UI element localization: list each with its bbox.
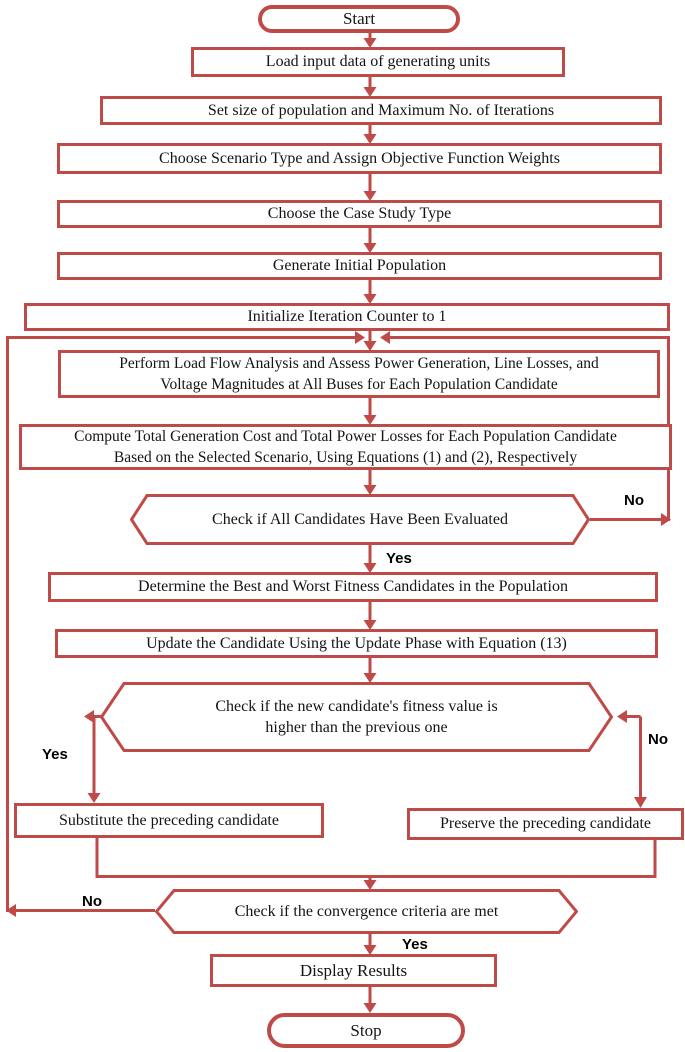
edge-label-candidates-yes: Yes [386,550,412,567]
node-update-candidate-label: Update the Candidate Using the Update Ph… [146,634,567,652]
hexagon-shape [130,494,590,545]
arrowhead-down [363,945,377,955]
arrowhead-left [84,710,94,723]
edge-left-loop [6,336,355,912]
node-set-size: Set size of population and Maximum No. o… [100,96,662,125]
arrowhead-down [363,563,377,573]
edge-label-fitness-no: No [648,731,668,748]
node-determine-fitness: Determine the Best and Worst Fitness Can… [48,572,658,602]
node-generate-population-label: Generate Initial Population [272,257,447,274]
node-check-fitness: Check if the new candidate's fitness val… [100,682,613,752]
edge-label-convergence-no: No [82,893,102,910]
arrowhead-right [661,513,671,526]
arrowhead-down [363,294,377,304]
hexagon-shape [100,682,613,752]
edge-label-convergence-yes: Yes [402,936,428,953]
node-compute-cost: Compute Total Generation Cost and Total … [19,424,672,470]
node-preserve-label: Preserve the preceding candidate [439,815,651,832]
edge-merge-under-branches [95,838,657,878]
node-load-flow-line1: Perform Load Flow Analysis and Assess Po… [119,355,599,372]
node-check-candidates-label: Check if All Candidates Have Been Evalua… [212,511,508,528]
node-set-size-label: Set size of population and Maximum No. o… [207,101,555,119]
node-compute-cost-line1: Compute Total Generation Cost and Total … [74,428,617,445]
node-load-flow: Perform Load Flow Analysis and Assess Po… [58,350,660,398]
node-check-fitness-line1: Check if the new candidate's fitness val… [215,698,498,715]
arrowhead-down [363,880,377,890]
node-generate-population: Generate Initial Population [57,252,662,280]
node-check-convergence: Check if the convergence criteria are me… [155,889,578,934]
node-substitute: Substitute the preceding candidate [14,803,324,838]
arrowhead-down [363,87,377,97]
node-stop-label: Stop [350,1020,382,1040]
arrowhead-down [363,673,377,683]
node-check-fitness-line2: higher than the previous one [265,719,448,736]
node-stop: Stop [267,1013,465,1048]
node-choose-case-label: Choose the Case Study Type [267,205,452,222]
node-load-flow-line2: Voltage Magnitudes at All Buses for Each… [160,376,558,393]
node-update-candidate: Update the Candidate Using the Update Ph… [55,629,658,658]
arrowhead-down [363,134,377,144]
node-load-input: Load input data of generating units [191,47,565,77]
edge-label-candidates-no: No [624,492,644,509]
node-choose-scenario: Choose Scenario Type and Assign Objectiv… [57,143,662,174]
node-load-input-label: Load input data of generating units [265,53,491,70]
node-substitute-label: Substitute the preceding candidate [59,811,279,829]
arrowhead-down [363,243,377,253]
arrowhead-down [363,415,377,425]
node-preserve: Preserve the preceding candidate [407,808,684,840]
node-display-results: Display Results [210,954,497,987]
node-choose-scenario-label: Choose Scenario Type and Assign Objectiv… [159,149,560,167]
arrowhead-down [363,341,377,351]
edge-label-fitness-yes: Yes [42,746,68,763]
arrowhead-down [363,191,377,201]
arrowhead-down [363,485,377,495]
arrowhead-down [363,38,377,48]
arrowhead-down [363,1003,377,1013]
arrowhead-right [355,331,365,344]
node-init-counter: Initialize Iteration Counter to 1 [24,303,670,331]
node-start-label: Start [342,9,376,29]
node-compute-cost-line2: Based on the Selected Scenario, Using Eq… [113,449,578,466]
node-check-convergence-label: Check if the convergence criteria are me… [234,903,499,920]
node-start: Start [258,5,460,33]
node-determine-fitness-label: Determine the Best and Worst Fitness Can… [138,578,568,595]
arrowhead-left [6,904,16,917]
arrowhead-left [380,331,390,344]
arrowhead-down [363,620,377,630]
node-display-results-label: Display Results [299,960,408,980]
arrowhead-down [87,793,101,803]
node-choose-case: Choose the Case Study Type [57,200,662,228]
arrowhead-left [617,710,627,723]
hexagon-shape [155,889,578,934]
node-init-counter-label: Initialize Iteration Counter to 1 [247,308,447,325]
node-check-candidates: Check if All Candidates Have Been Evalua… [130,494,590,545]
edge-fitness-no-branch [627,715,642,798]
arrowhead-down [634,797,647,808]
